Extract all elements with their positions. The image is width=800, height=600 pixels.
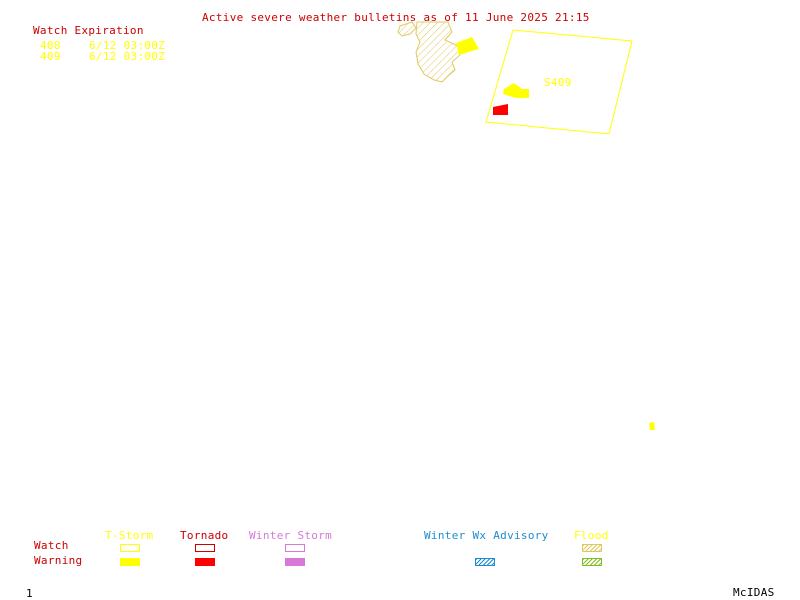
watch-box-s409 — [485, 29, 633, 135]
frame-number: 1 — [26, 587, 33, 600]
legend-warning-label: Warning — [34, 554, 83, 567]
legend-watch-label: Watch — [34, 539, 69, 552]
flood-watch-swatch — [582, 544, 602, 552]
legend-flood-label: Flood — [574, 529, 609, 542]
tstorm-warning-polygon — [456, 37, 479, 55]
page-title: Active severe weather bulletins as of 11… — [202, 11, 590, 24]
winter-storm-warning-swatch — [285, 558, 305, 566]
tornado-watch-swatch — [195, 544, 215, 552]
legend-tornado-label: Tornado — [180, 529, 229, 542]
watch-expiration-heading: Watch Expiration — [33, 24, 144, 37]
flood-advisory-area — [397, 21, 461, 83]
software-label: McIDAS — [733, 586, 775, 599]
watch-box-label: S409 — [544, 76, 572, 89]
tornado-warning-swatch — [195, 558, 215, 566]
watch-row-time: 6/12 03:00Z — [89, 50, 166, 63]
winter-storm-watch-swatch — [285, 544, 305, 552]
flood-warning-swatch — [582, 558, 602, 566]
legend-winter-storm-label: Winter Storm — [249, 529, 333, 542]
tornado-warning-polygon — [493, 104, 508, 115]
winter-wx-advisory-swatch — [475, 558, 495, 566]
tstorm-warning-polygon — [503, 83, 529, 98]
tstorm-watch-swatch — [120, 544, 140, 552]
tstorm-warning-swatch — [120, 558, 140, 566]
watch-row-time: 6/12 03:00Z — [89, 39, 166, 52]
tstorm-warning-polygon — [649, 422, 655, 430]
legend-tstorm-label: T-Storm — [105, 529, 154, 542]
watch-row-id: 408 — [40, 39, 61, 52]
legend-winter-wx-advisory-label: Winter Wx Advisory — [424, 529, 549, 542]
watch-row-id: 409 — [40, 50, 61, 63]
